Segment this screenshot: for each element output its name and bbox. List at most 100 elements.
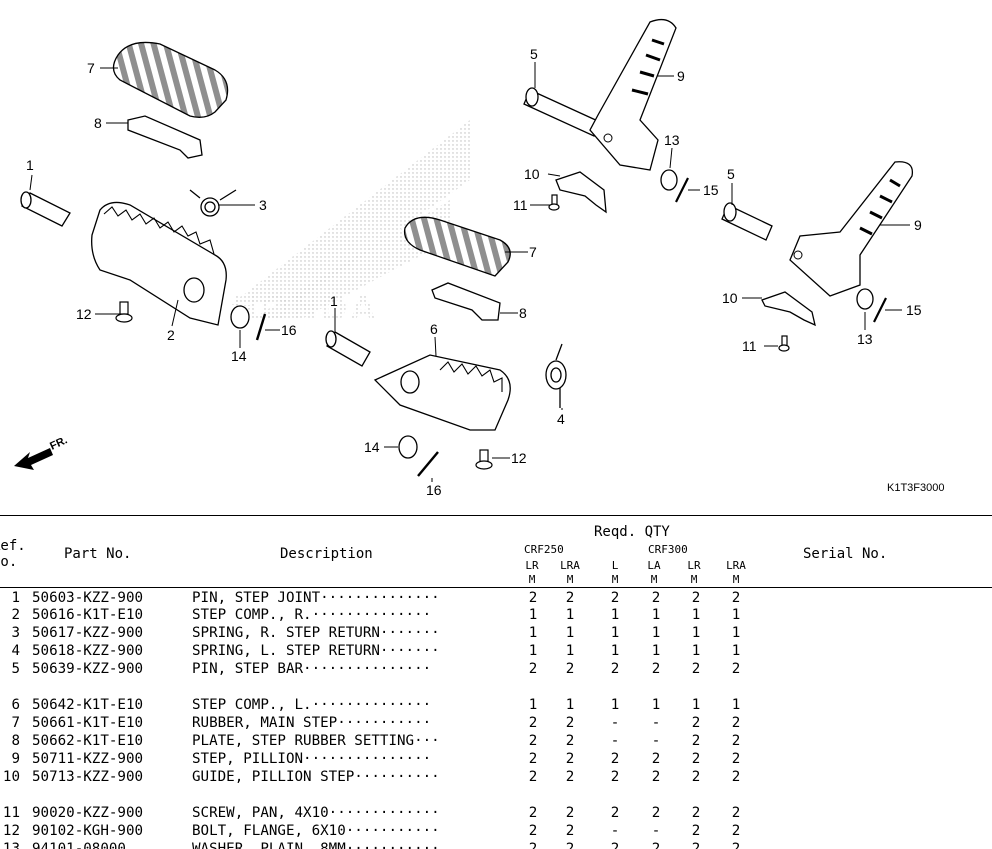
qty-cell: 1 [651, 643, 661, 659]
qty-cell: 1 [651, 607, 661, 623]
qty-cell: 2 [610, 841, 620, 849]
col-header-3: L [611, 559, 619, 572]
qty-cell: 2 [565, 715, 575, 731]
part-9-pillion-step-lower-icon [789, 161, 914, 297]
qty-cell: 2 [565, 841, 575, 849]
ref-no-cell: 6 [11, 697, 20, 713]
part-no-cell: 50639-KZZ-900 [32, 661, 144, 677]
qty-cell: - [651, 823, 661, 839]
part-7-rubber-lower-icon [403, 216, 511, 277]
part-11-screw-icon [548, 194, 560, 211]
qty-cell: 2 [651, 841, 661, 849]
qty-cell: 2 [610, 661, 620, 677]
col-sub-4: M [650, 573, 658, 586]
qty-cell: 1 [528, 625, 538, 641]
description-cell: STEP COMP., L.·············· [192, 697, 432, 713]
part-8-plate-lower-icon [431, 282, 501, 321]
qty-cell: 1 [610, 625, 620, 641]
header-crf300: CRF300 [648, 543, 688, 556]
header-description: Description [280, 546, 373, 562]
col-header-5: LR [687, 559, 701, 572]
qty-cell: 2 [691, 590, 701, 606]
front-direction-label: FR. [48, 434, 69, 452]
qty-cell: 2 [565, 751, 575, 767]
part-16-cotter-pin-icon [255, 313, 267, 341]
header-ref-line2: No. [0, 554, 18, 570]
qty-cell: 2 [691, 661, 701, 677]
callout-13-lower: 13 [857, 331, 873, 347]
callout-8-lower: 8 [519, 305, 527, 321]
qty-cell: 1 [528, 643, 538, 659]
qty-cell: 2 [565, 823, 575, 839]
ref-no-cell: 9 [11, 751, 20, 767]
qty-cell: 2 [691, 841, 701, 849]
callout-7: 7 [87, 60, 95, 76]
part-5-pin-lower-icon [721, 202, 773, 241]
ref-no-cell: 8 [11, 733, 20, 749]
callout-10: 10 [524, 166, 540, 182]
col-header-1: LR [525, 559, 539, 572]
part-15-pin-icon [675, 177, 689, 203]
qty-cell: - [651, 715, 661, 731]
qty-cell: 1 [691, 697, 701, 713]
part-12-bolt-icon [115, 301, 133, 323]
leader-lines [29, 62, 910, 482]
part-11-screw-lower-icon [778, 335, 790, 352]
description-cell: PIN, STEP JOINT·············· [192, 590, 440, 606]
parts-diagram-svg: HONDA [14, 18, 944, 498]
description-cell: PIN, STEP BAR··············· [192, 661, 432, 677]
table-row: 5 50639-KZZ-900 PIN, STEP BAR·············… [0, 661, 992, 679]
qty-cell: 2 [528, 805, 538, 821]
ref-no-cell: 7 [11, 715, 20, 731]
part-12-bolt-lower-icon [475, 449, 493, 470]
qty-cell: 2 [565, 805, 575, 821]
part-no-cell: 50603-KZZ-900 [32, 590, 144, 606]
ref-no-cell: 2 [11, 607, 20, 623]
description-cell: PLATE, STEP RUBBER SETTING··· [192, 733, 440, 749]
part-no-cell: 50617-KZZ-900 [32, 625, 144, 641]
callout-1: 1 [26, 157, 34, 173]
qty-cell: 2 [610, 751, 620, 767]
qty-cell: 2 [610, 805, 620, 821]
part-16-cotter-lower-icon [417, 451, 439, 477]
qty-cell: 1 [528, 697, 538, 713]
part-3-spring-icon [189, 189, 237, 217]
qty-cell: 2 [610, 769, 620, 785]
qty-cell: 2 [528, 733, 538, 749]
qty-cell: 2 [731, 805, 741, 821]
part-no-cell: 50616-K1T-E10 [32, 607, 144, 623]
part-2-step-icon [91, 201, 227, 326]
qty-cell: 1 [565, 607, 575, 623]
ref-no-cell: 11 [2, 805, 20, 821]
callout-1-lower: 1 [330, 293, 338, 309]
part-14-washer-icon [230, 305, 250, 329]
ref-no-cell: 5 [11, 661, 20, 677]
qty-cell: 2 [651, 751, 661, 767]
part-10-guide-lower-icon [761, 291, 816, 327]
part-1-pin-lower-icon [325, 330, 371, 367]
col-header-6: LRA [726, 559, 746, 572]
header-ref-line1: Ref. [0, 538, 26, 554]
description-cell: SCREW, PAN, 4X10············· [192, 805, 440, 821]
qty-cell: 2 [651, 805, 661, 821]
qty-cell: 2 [528, 590, 538, 606]
callout-13: 13 [664, 132, 680, 148]
qty-cell: 2 [731, 841, 741, 849]
qty-cell: 2 [565, 590, 575, 606]
ref-no-cell: 4 [11, 643, 20, 659]
callout-6: 6 [430, 321, 438, 337]
part-5-pin-icon [523, 87, 601, 137]
callout-11-lower: 11 [742, 338, 757, 354]
part-10-guide-icon [555, 171, 607, 214]
callout-11: 11 [513, 197, 528, 213]
callout-3: 3 [259, 197, 267, 213]
part-no-cell: 50642-K1T-E10 [32, 697, 144, 713]
qty-cell: 1 [610, 643, 620, 659]
qty-cell: 2 [691, 733, 701, 749]
part-8-plate-icon [127, 115, 203, 159]
